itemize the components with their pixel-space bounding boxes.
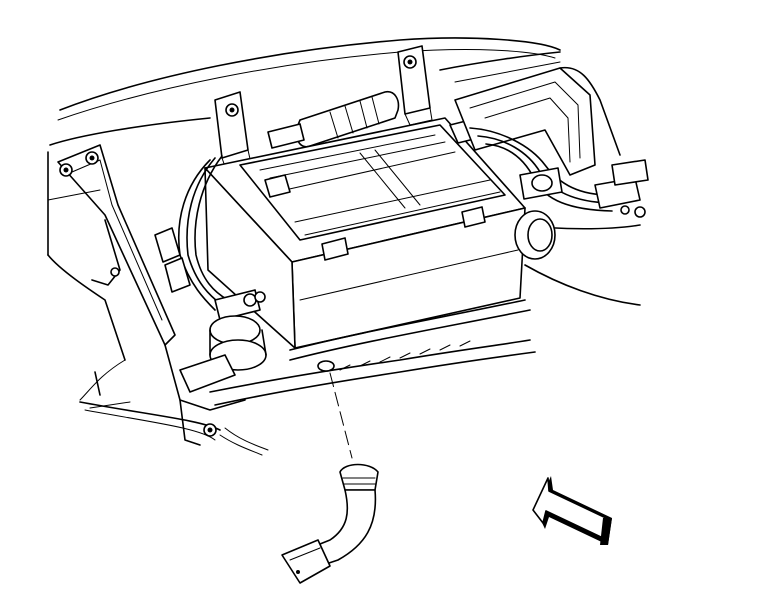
wiring-harness-right <box>469 127 649 218</box>
top-mounting-tab-right <box>397 45 433 126</box>
clip-icon <box>321 237 349 261</box>
view-direction-arrow-icon <box>532 476 612 545</box>
lower-frame <box>89 339 536 456</box>
mode-actuator-motor <box>514 167 563 260</box>
wiring-harness-left <box>154 155 229 311</box>
drain-hole-icon <box>317 360 335 372</box>
dashed-leader-line <box>329 372 353 459</box>
instrument-panel-outline <box>47 37 561 441</box>
drain-callout <box>317 360 353 459</box>
top-mounting-tab-left <box>214 91 253 176</box>
hvac-case <box>204 117 531 361</box>
actuator-cylinder <box>267 90 400 149</box>
left-mounting-bracket <box>57 144 176 346</box>
drain-hose <box>281 463 379 584</box>
clip-icon <box>461 206 486 228</box>
